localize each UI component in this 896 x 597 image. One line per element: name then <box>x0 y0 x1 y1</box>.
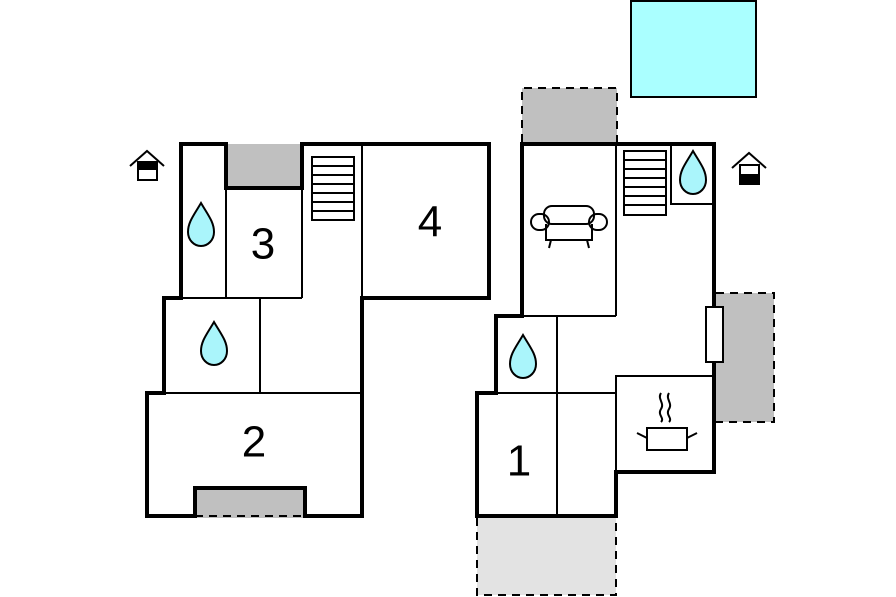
terrace-top-left-alcove <box>226 144 302 188</box>
terrace-top-right-building <box>521 87 618 142</box>
room-number-1: 1 <box>507 437 531 486</box>
water-drop-icon <box>199 320 229 367</box>
room-number-4: 4 <box>418 198 442 247</box>
house-entrance-icon <box>129 149 165 181</box>
terrace-bottom-left <box>195 488 305 518</box>
water-drop-icon <box>186 201 216 248</box>
room-number-2: 2 <box>242 418 266 467</box>
house-entrance-icon <box>731 151 767 185</box>
stairs-icon <box>623 150 667 216</box>
terrace-side-right <box>716 292 775 423</box>
sofa-icon <box>530 205 608 249</box>
terrace-bottom-right <box>476 518 617 596</box>
water-drop-icon <box>678 149 708 196</box>
swimming-pool <box>630 0 757 98</box>
right-building-inner-walls <box>496 143 715 516</box>
stairs-icon <box>311 156 355 221</box>
room-number-3: 3 <box>251 220 275 269</box>
water-drop-icon <box>508 333 538 380</box>
cooking-pot-icon <box>636 392 698 451</box>
left-building-inner-walls <box>164 144 363 394</box>
window-right <box>705 306 724 363</box>
